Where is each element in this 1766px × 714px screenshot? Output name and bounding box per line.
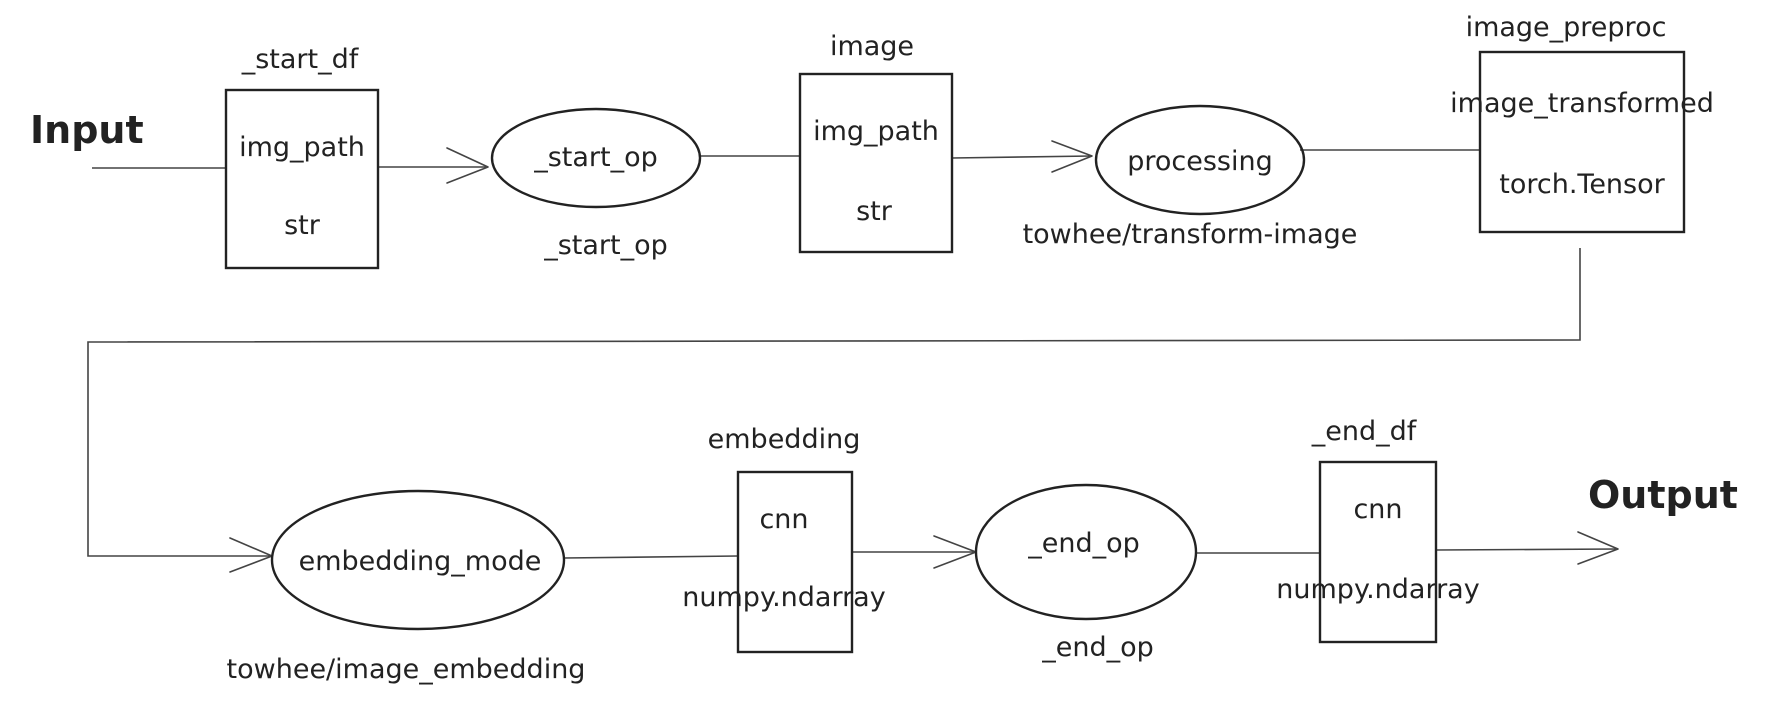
dataframe-embedding: embedding cnn numpy.ndarray <box>682 424 886 654</box>
dataframe-image-preproc: image_preproc image_transformed torch.Te… <box>1450 12 1714 234</box>
output-label: Output <box>1588 473 1738 517</box>
operator-oval <box>974 483 1198 621</box>
input-label: Input <box>30 108 144 152</box>
dataframe-box <box>1318 460 1438 644</box>
dataframe-start-df: _start_df img_path str <box>224 44 380 270</box>
operator-function: towhee/transform-image <box>1023 219 1358 250</box>
operator-function: towhee/image_embedding <box>227 654 586 685</box>
dataframe-type: numpy.ndarray <box>1276 574 1479 605</box>
arrowhead-processing <box>1051 140 1093 173</box>
operator-name: _start_op <box>533 142 658 173</box>
connectors <box>87 140 1619 573</box>
operator-name: embedding_mode <box>299 546 542 577</box>
operator-oval <box>270 489 566 631</box>
arrowhead-start-op <box>446 147 489 184</box>
dataframe-title: _end_df <box>1311 416 1418 447</box>
dataframe-title: image_preproc <box>1466 12 1667 43</box>
dataframe-type: numpy.ndarray <box>682 582 885 613</box>
operator-start-op: _start_op _start_op <box>490 107 702 261</box>
dataframe-title: embedding <box>708 424 861 455</box>
edge-embedding-mode-to-embedding <box>563 555 739 559</box>
operator-oval <box>1094 104 1306 216</box>
dataframe-box <box>736 470 854 654</box>
dataframe-end-df: _end_df cnn numpy.ndarray <box>1276 416 1480 644</box>
operator-name: _end_op <box>1027 528 1140 559</box>
operator-processing: processing towhee/transform-image <box>1023 104 1358 250</box>
dataframe-box <box>1478 50 1686 234</box>
operator-embedding-mode: embedding_mode towhee/image_embedding <box>227 489 586 685</box>
dataframe-field: img_path <box>239 132 365 163</box>
dataframe-image: image img_path str <box>798 31 954 254</box>
dataframe-field: img_path <box>813 116 939 147</box>
operator-end-op: _end_op _end_op <box>974 483 1198 663</box>
dataframe-field: cnn <box>759 504 808 535</box>
operator-function: _start_op <box>543 230 668 261</box>
dataframe-title: image <box>830 31 914 62</box>
operator-function: _end_op <box>1041 632 1154 663</box>
operator-oval <box>490 107 702 209</box>
arrowhead-output <box>1577 531 1619 565</box>
dataframe-box <box>798 72 954 254</box>
dataframe-type: str <box>856 196 893 227</box>
operator-name: processing <box>1127 146 1273 177</box>
edge-end-df-to-output <box>1435 548 1619 551</box>
dataframe-field: image_transformed <box>1450 88 1714 119</box>
edge-wrap-to-row-two <box>87 248 1581 557</box>
arrowhead-embedding-mode <box>229 537 273 573</box>
dataframe-type: str <box>284 210 321 241</box>
dataframe-title: _start_df <box>241 44 360 75</box>
dataframe-box <box>224 88 380 270</box>
dataframe-field: cnn <box>1353 494 1402 525</box>
dataframe-type: torch.Tensor <box>1499 169 1665 200</box>
edge-image-to-processing <box>951 155 1093 159</box>
